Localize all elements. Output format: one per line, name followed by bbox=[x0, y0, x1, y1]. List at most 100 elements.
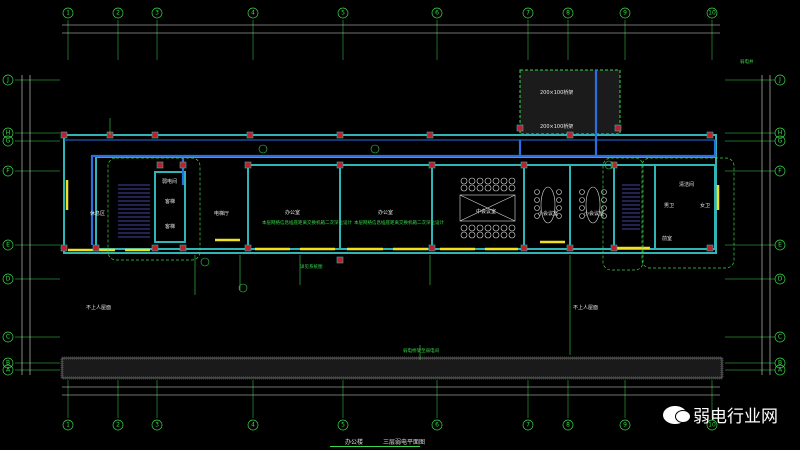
grid-col-label: 1 bbox=[66, 10, 70, 17]
chair bbox=[508, 224, 516, 232]
chair bbox=[468, 224, 476, 232]
chair bbox=[460, 224, 468, 232]
chair bbox=[508, 231, 516, 239]
chair bbox=[484, 177, 492, 185]
chair bbox=[468, 231, 476, 239]
grid-col-label: 5 bbox=[341, 10, 345, 17]
grid-bubble bbox=[431, 419, 443, 431]
column bbox=[520, 161, 528, 169]
column bbox=[706, 131, 714, 139]
grid-bubble bbox=[2, 239, 14, 251]
grid-bubble bbox=[706, 7, 718, 19]
grid-bubble bbox=[2, 165, 14, 177]
grid-bubble bbox=[247, 7, 259, 19]
chair bbox=[601, 197, 607, 203]
column bbox=[566, 131, 574, 139]
grid-col-label: 10 bbox=[708, 10, 716, 17]
structural-columns bbox=[60, 124, 714, 264]
column bbox=[179, 161, 187, 169]
column bbox=[566, 244, 574, 252]
drawing-title: 三层弱电平面图 bbox=[383, 439, 426, 446]
grid-bubble bbox=[2, 135, 14, 147]
grid-col-label: 3 bbox=[155, 10, 159, 17]
grid-bubble bbox=[431, 7, 443, 19]
grid-bubble bbox=[774, 331, 786, 343]
room-meeting-small-2: 小会议室 bbox=[584, 210, 604, 217]
grid-bubble bbox=[2, 127, 14, 139]
room-meeting-mid: 中会议室 bbox=[476, 208, 496, 215]
title-block: 办公楼 三层弱电平面图 bbox=[345, 437, 425, 446]
tray-label-1: 200×100桥架 bbox=[540, 89, 573, 96]
office-note-1: 本层网络信息插座距离交换机箱二次深化设计 bbox=[262, 219, 352, 226]
grid-row-label: F bbox=[778, 168, 782, 175]
grid-bubble bbox=[2, 364, 14, 376]
grid-row-label: B bbox=[6, 360, 10, 367]
grid-bubble bbox=[112, 7, 124, 19]
grid-bubble bbox=[774, 127, 786, 139]
grid-row-label: D bbox=[778, 276, 783, 283]
grid-row-label: G bbox=[778, 138, 783, 145]
grid-bubble bbox=[774, 357, 786, 369]
grid-row-label: E bbox=[6, 242, 10, 249]
grid-col-label: 9 bbox=[623, 422, 627, 429]
grid-bubble bbox=[774, 74, 786, 86]
grid-bubble bbox=[619, 7, 631, 19]
grid-row-label: H bbox=[6, 130, 11, 137]
chair bbox=[476, 231, 484, 239]
chair bbox=[556, 197, 562, 203]
column bbox=[516, 124, 524, 132]
chair bbox=[492, 224, 500, 232]
chair bbox=[534, 189, 540, 195]
grid-row-label: E bbox=[778, 242, 782, 249]
chair bbox=[484, 231, 492, 239]
grid-bubble bbox=[522, 7, 534, 19]
grid-col-label: 2 bbox=[116, 422, 120, 429]
grid-row-label: C bbox=[778, 334, 782, 341]
room-weak-room: 弱电间 bbox=[162, 178, 177, 185]
chair bbox=[492, 231, 500, 239]
grid-row-label: A bbox=[778, 367, 783, 374]
grid-bubble bbox=[774, 273, 786, 285]
chair bbox=[579, 213, 585, 219]
watermark-text: 弱电行业网 bbox=[693, 407, 778, 427]
chair bbox=[460, 231, 468, 239]
grid-bubble bbox=[2, 331, 14, 343]
windows bbox=[65, 180, 720, 252]
column bbox=[244, 244, 252, 252]
grid-bubble bbox=[774, 135, 786, 147]
column bbox=[244, 161, 252, 169]
column bbox=[60, 244, 68, 252]
room-lounge: 休息区 bbox=[90, 210, 105, 217]
building-name: 办公楼 bbox=[345, 439, 364, 446]
grid-bubble bbox=[337, 419, 349, 431]
cable-tray bbox=[64, 70, 717, 245]
grid-col-label: 6 bbox=[435, 422, 439, 429]
column bbox=[426, 131, 434, 139]
column bbox=[428, 244, 436, 252]
room-elevator-2: 客梯 bbox=[165, 223, 175, 230]
column bbox=[614, 124, 622, 132]
grid-bubble bbox=[247, 419, 259, 431]
cable-note: 弱电桥架至弱电间 bbox=[403, 347, 439, 354]
grid-col-label: 10 bbox=[708, 422, 716, 429]
chair bbox=[579, 197, 585, 203]
column bbox=[520, 244, 528, 252]
grid-row-label: J bbox=[6, 77, 9, 84]
leader-lines bbox=[109, 118, 614, 360]
room-elevator-1: 客梯 bbox=[165, 198, 175, 205]
grid-row-label: F bbox=[6, 168, 10, 175]
room-office-1: 办公室 bbox=[285, 209, 300, 216]
walls bbox=[63, 134, 717, 254]
chair bbox=[476, 224, 484, 232]
room-office-2: 办公室 bbox=[378, 209, 393, 216]
column bbox=[336, 131, 344, 139]
title-underline bbox=[330, 446, 420, 447]
room-toilet-female: 女卫 bbox=[700, 202, 710, 209]
grid-bubble bbox=[2, 357, 14, 369]
roof-left-label: 不上人屋面 bbox=[86, 304, 111, 311]
chair bbox=[534, 205, 540, 211]
dimension-lines bbox=[21, 24, 771, 396]
column bbox=[336, 256, 344, 264]
